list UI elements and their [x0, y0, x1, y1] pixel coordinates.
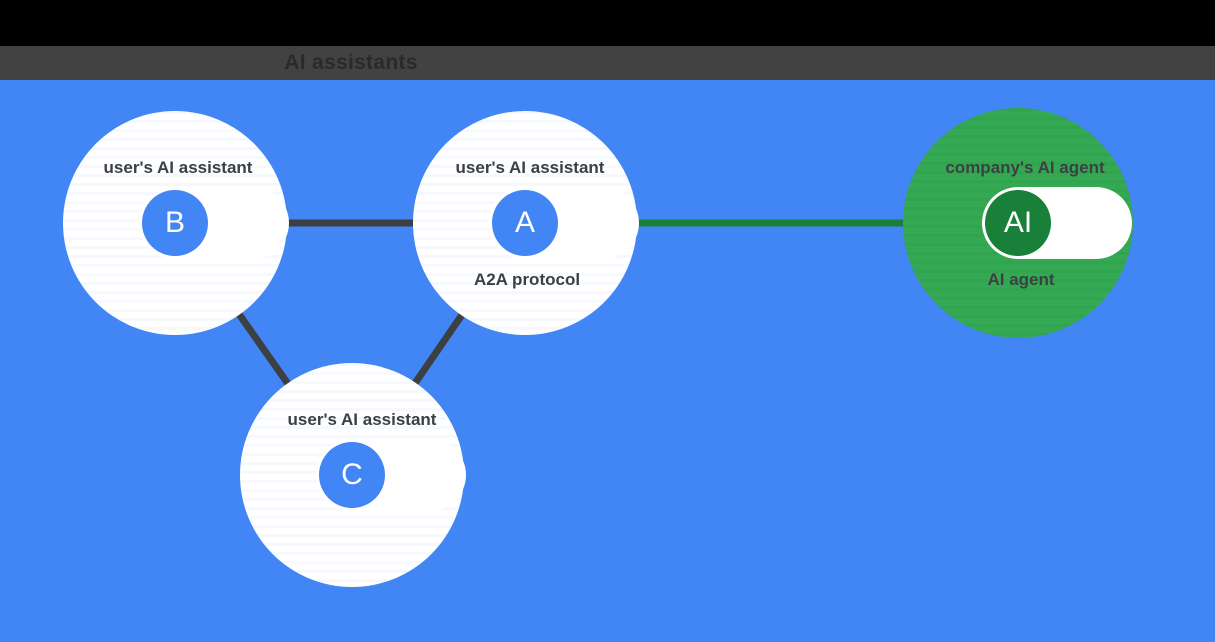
node-a-sublabel: A2A protocol — [473, 270, 581, 289]
node-a-badge: A — [492, 190, 558, 256]
top-black-strip — [0, 0, 1215, 46]
node-a-label: user's AI assistant — [455, 158, 605, 177]
node-ai-badge-letter: AI — [1003, 206, 1033, 239]
node-ai-sublabel: AI agent — [987, 270, 1055, 289]
node-ai-label: company's AI agent — [945, 158, 1105, 177]
node-ai-badge: AI — [985, 190, 1051, 256]
node-a-badge-letter: A — [514, 206, 535, 239]
header-bar — [0, 46, 1215, 80]
node-b-badge-letter: B — [164, 206, 185, 239]
node-c-badge: C — [319, 442, 385, 508]
node-b-label: user's AI assistant — [103, 158, 253, 177]
node-c-badge-letter: C — [341, 458, 363, 491]
node-c-label: user's AI assistant — [287, 410, 437, 429]
diagram-title: AI assistants — [284, 51, 418, 74]
node-b-badge: B — [142, 190, 208, 256]
